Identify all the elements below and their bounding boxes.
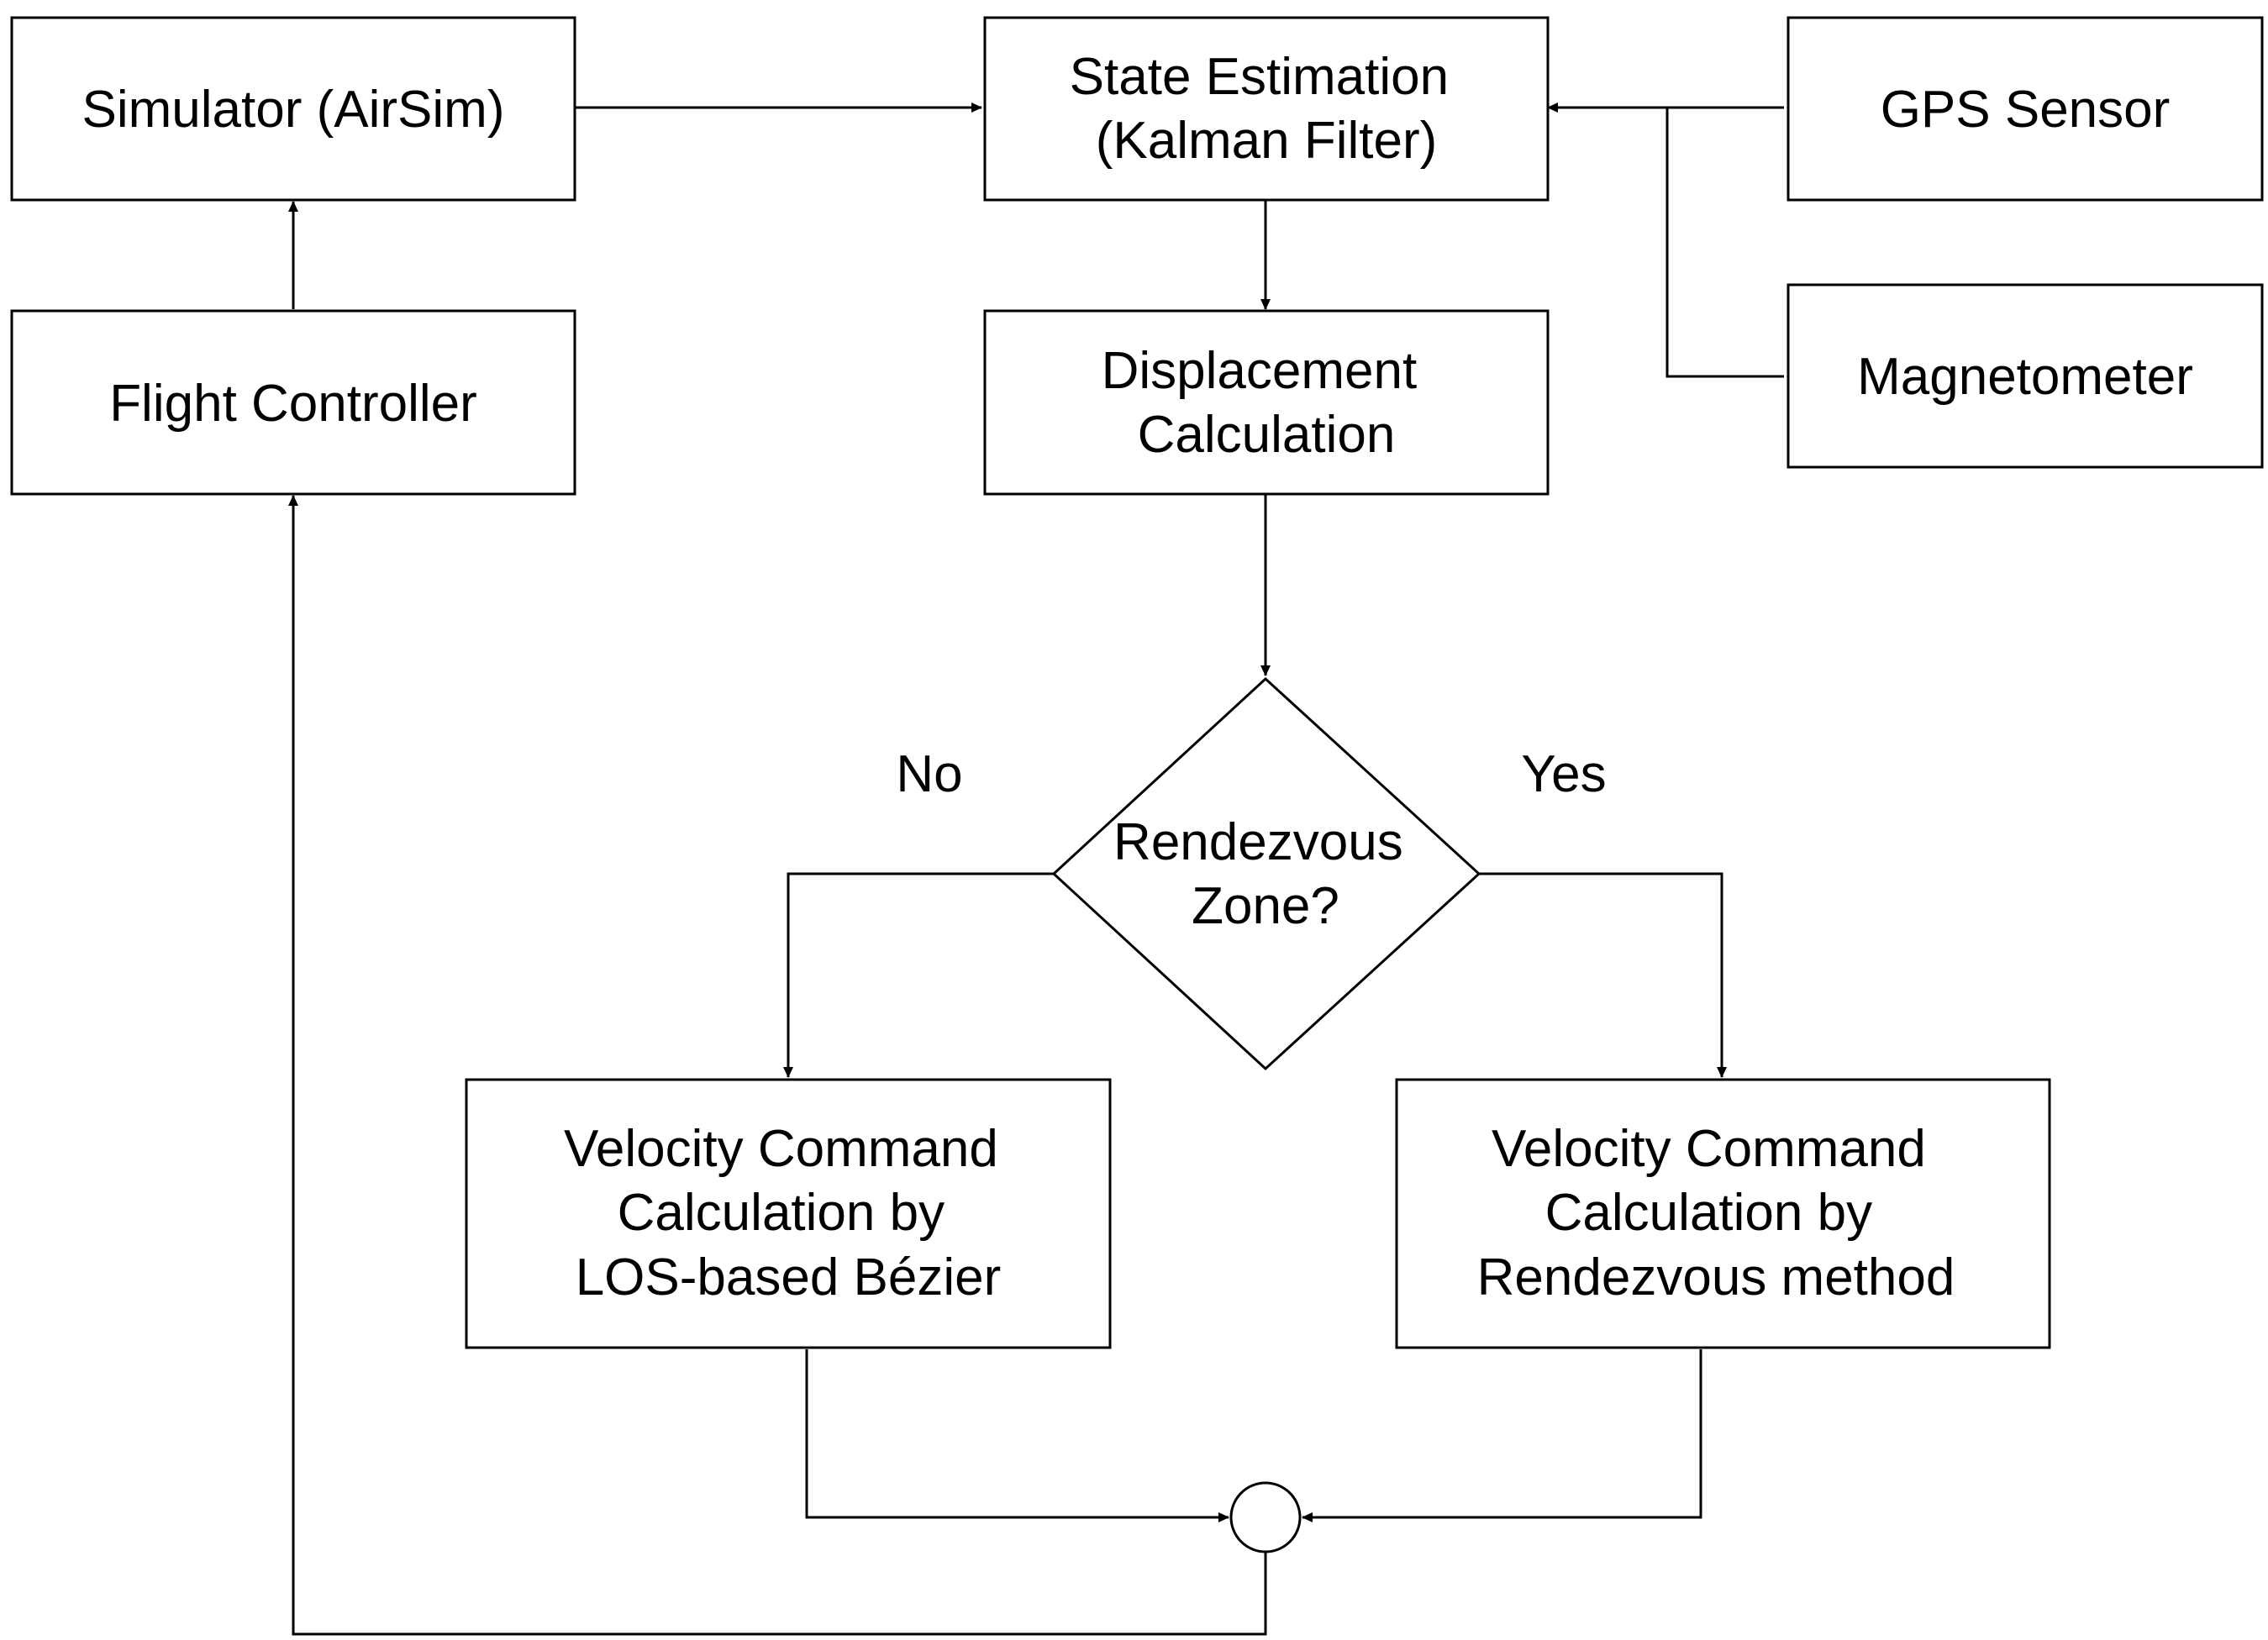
labels: Simulator (AirSim) Flight Controller Sta…: [82, 48, 2193, 1306]
velocity-los-label-line-2: Calculation by: [618, 1184, 945, 1242]
simulator-box: [10, 16, 576, 202]
magnetometer-label: Magnetometer: [1857, 348, 2193, 406]
flight-controller-label-line-1: Flight Controller: [109, 375, 477, 433]
velocity-los-box: [465, 1078, 1112, 1349]
edge-rendezvous-to-summing-junction: [1302, 1349, 1702, 1522]
velocity-rendezvous-label-line-2: Calculation by: [1545, 1184, 1872, 1242]
gps-sensor-label: GPS Sensor: [1881, 81, 2171, 139]
branch-label-yes: Yes: [1521, 745, 1606, 803]
gps-sensor-label-line-1: GPS Sensor: [1881, 81, 2171, 139]
displacement-label: Displacement Calculation: [1102, 342, 1432, 464]
edge-decision-yes-to-rendezvous: [1479, 872, 1727, 1078]
displacement-box: [983, 309, 1550, 496]
displacement-label-line-2: Calculation: [1138, 406, 1396, 464]
velocity-los-label-line-3: LOS-based Bézier: [576, 1248, 1002, 1306]
velocity-rendezvous-box: [1395, 1078, 2051, 1349]
simulator-label: Simulator (AirSim): [82, 81, 505, 139]
flight-controller-label: Flight Controller: [109, 375, 477, 433]
velocity-rendezvous-label: Velocity Command Calculation by Rendezvo…: [1477, 1120, 1955, 1306]
edge-magnetometer-to-junction: [1665, 108, 1784, 378]
state-estimation-box: [983, 16, 1550, 202]
nodes: [10, 16, 2264, 1553]
branch-label-no: No: [896, 745, 962, 803]
velocity-los-label-line-1: Velocity Command: [564, 1120, 998, 1178]
state-estimation-label-line-2: (Kalman Filter): [1096, 112, 1438, 170]
simulator-label-line-1: Simulator (AirSim): [82, 81, 505, 139]
state-estimation-label: State Estimation (Kalman Filter): [1070, 48, 1464, 170]
magnetometer-label-line-1: Magnetometer: [1857, 348, 2193, 406]
rendezvous-decision-label-line-1: Rendezvous: [1113, 813, 1403, 871]
velocity-rendezvous-label-line-1: Velocity Command: [1492, 1120, 1926, 1178]
connectors: [288, 102, 1784, 1636]
edge-decision-no-to-los: [783, 872, 1054, 1078]
state-estimation-label-line-1: State Estimation: [1070, 48, 1449, 106]
edge-summing-junction-to-flight-controller: [288, 495, 1267, 1636]
displacement-label-line-1: Displacement: [1102, 342, 1418, 400]
rendezvous-decision-label: Rendezvous Zone?: [1113, 813, 1418, 935]
rendezvous-decision-diamond: [1051, 676, 1481, 1071]
rendezvous-decision-label-line-2: Zone?: [1192, 877, 1339, 935]
gps-sensor-box: [1787, 16, 2264, 202]
velocity-los-label: Velocity Command Calculation by LOS-base…: [564, 1120, 1013, 1306]
magnetometer-box: [1787, 283, 2264, 469]
summing-junction: [1229, 1481, 1302, 1553]
edge-los-to-summing-junction: [805, 1349, 1229, 1522]
velocity-rendezvous-label-line-3: Rendezvous method: [1477, 1248, 1955, 1306]
flight-controller-box: [10, 309, 576, 496]
